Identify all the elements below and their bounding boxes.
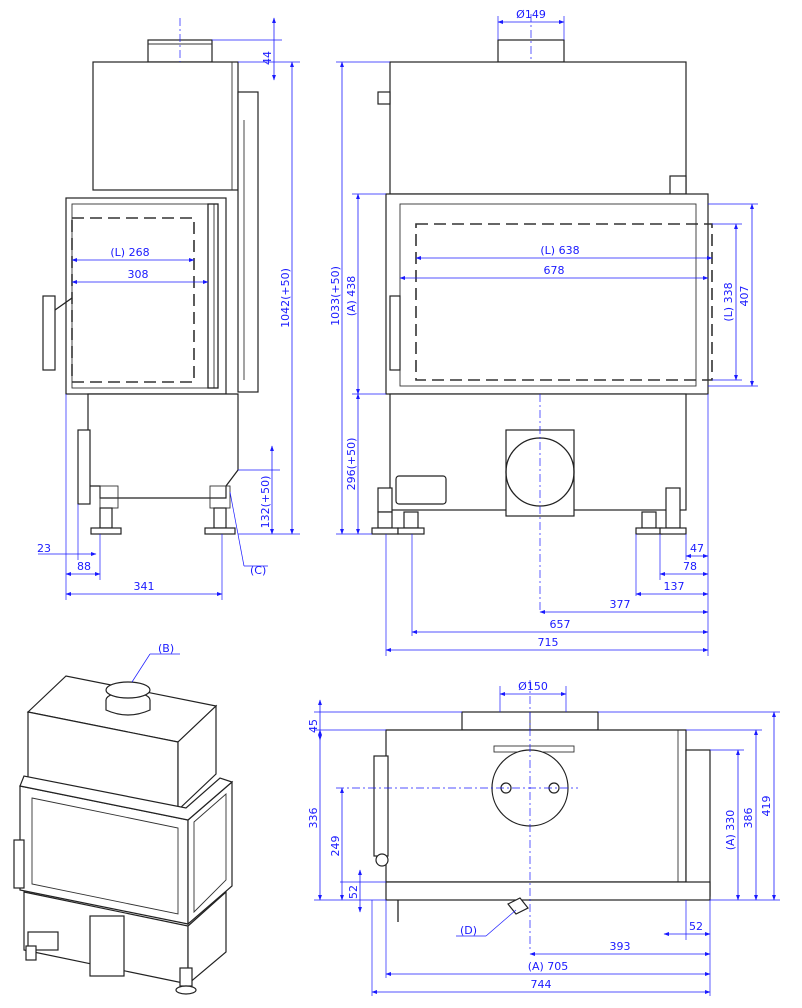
dim-377: 377 xyxy=(610,598,631,611)
dim-657: 657 xyxy=(550,618,571,631)
iso-view: (B) xyxy=(13,642,234,995)
top-side-panel xyxy=(685,749,711,897)
dim-1033: 1033(+50) xyxy=(329,266,342,326)
dim-44: 44 xyxy=(261,51,274,65)
front-control-plate xyxy=(395,475,447,505)
dim-45: 45 xyxy=(307,719,320,733)
side-base xyxy=(87,393,239,499)
dim-386: 386 xyxy=(742,808,755,829)
side-glass-outline xyxy=(71,217,195,383)
front-view: Ø149 1033(+50) (A) 438 296(+50) (L) 638 … xyxy=(329,8,758,656)
side-leg-left xyxy=(99,507,113,529)
dim-1042: 1042(+50) xyxy=(279,268,292,328)
side-door-handle xyxy=(42,295,56,371)
dim-705: (A) 705 xyxy=(528,960,569,973)
dim-330: (A) 330 xyxy=(724,810,737,851)
dim-638: (L) 638 xyxy=(540,244,579,257)
front-door-handle xyxy=(389,295,401,371)
top-view: Ø150 45 336 249 52 (A) 330 386 419 52 39… xyxy=(307,680,780,996)
iso-air-inlet xyxy=(89,915,125,977)
side-leg-right xyxy=(213,507,227,529)
dim-336: 336 xyxy=(307,808,320,829)
label-d: (D) xyxy=(460,924,477,937)
top-front-frame xyxy=(385,881,711,901)
front-door-frame xyxy=(385,193,709,395)
dim-393: 393 xyxy=(610,940,631,953)
dim-88: 88 xyxy=(77,560,91,573)
dim-137: 137 xyxy=(664,580,685,593)
dim-341: 341 xyxy=(134,580,155,593)
dim-715: 715 xyxy=(538,636,559,649)
dim-744: 744 xyxy=(531,978,552,991)
label-b: (B) xyxy=(158,642,174,655)
dim-52-right: 52 xyxy=(689,920,703,933)
dim-338: (L) 338 xyxy=(722,282,735,321)
dim-149: Ø149 xyxy=(516,8,546,21)
front-glass-outline xyxy=(415,223,713,381)
dim-23: 23 xyxy=(37,542,51,555)
dim-268: (L) 268 xyxy=(110,246,149,259)
dim-52-left: 52 xyxy=(347,885,360,899)
dim-407: 407 xyxy=(738,286,751,307)
dim-132: 132(+50) xyxy=(259,476,272,529)
dim-308: 308 xyxy=(128,268,149,281)
dim-678: 678 xyxy=(544,264,565,277)
dim-419: 419 xyxy=(760,796,773,817)
side-convection-hood xyxy=(92,61,239,191)
dim-150: Ø150 xyxy=(518,680,548,693)
front-convection-hood xyxy=(389,61,687,195)
dim-78: 78 xyxy=(683,560,697,573)
iso-hood-side xyxy=(177,704,217,812)
label-c: (C) xyxy=(250,564,266,577)
top-d-part xyxy=(507,897,529,915)
dim-438: (A) 438 xyxy=(345,276,358,317)
side-door-frame xyxy=(65,197,227,395)
side-view: 44 1042(+50) (L) 268 308 132(+50) 23 88 … xyxy=(37,17,300,600)
dim-47: 47 xyxy=(690,542,704,555)
dim-249: 249 xyxy=(329,836,342,857)
dim-296: 296(+50) xyxy=(345,438,358,491)
